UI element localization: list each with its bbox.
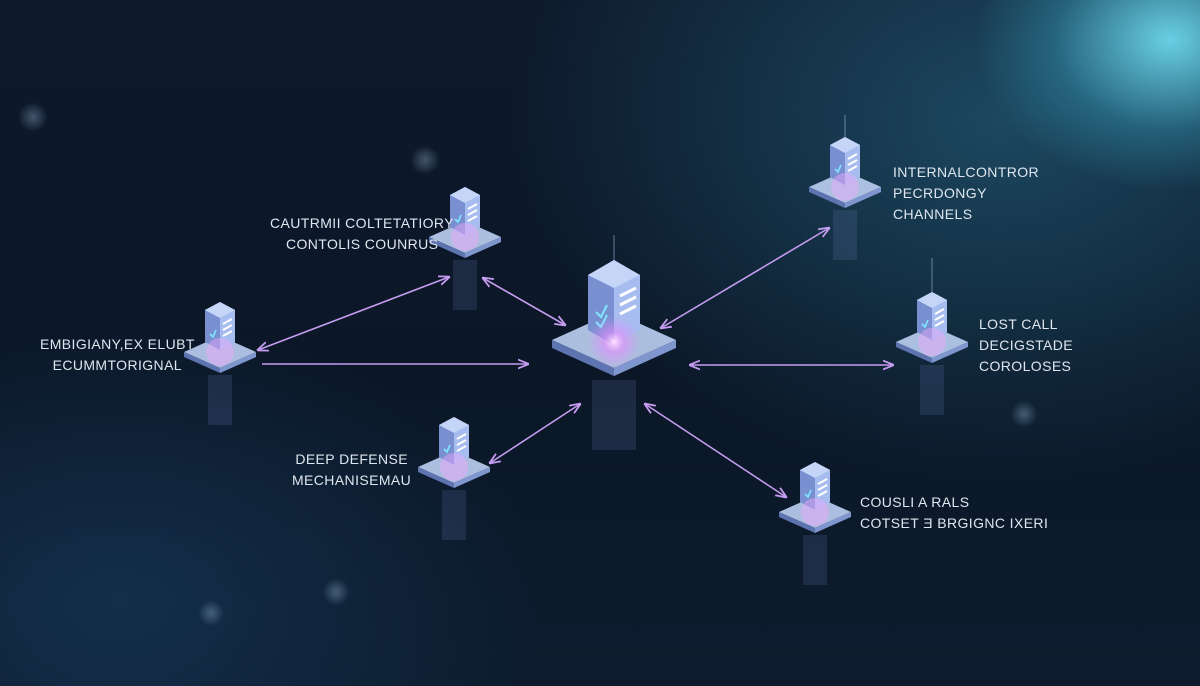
bokeh-light xyxy=(1010,400,1038,428)
link-hub-top-left xyxy=(483,278,565,325)
server-node-top-left xyxy=(420,170,510,320)
bokeh-light xyxy=(322,578,350,606)
label-line: COUSLI A RALS xyxy=(860,494,970,510)
label-line: COROLOSES xyxy=(979,358,1072,374)
label-left: EMBIGIANY,EX ELUBT ECUMMTORIGNAL xyxy=(40,334,195,376)
bokeh-light xyxy=(18,102,48,132)
label-line: DEEP DEFENSE xyxy=(295,451,408,467)
label-line: DECIGSTADE xyxy=(979,337,1073,353)
label-right: LOST CALL DECIGSTADE COROLOSES xyxy=(979,314,1073,377)
server-node-bottom-left xyxy=(409,400,499,550)
label-line: CAUTRMII COLTETATIORY xyxy=(270,215,454,231)
server-node-top-right xyxy=(800,115,890,270)
label-line: EMBIGIANY,EX ELUBT xyxy=(40,336,195,352)
link-hub-bottom-right xyxy=(645,404,786,497)
hub-server-node xyxy=(539,230,689,460)
server-node-right xyxy=(887,258,977,425)
label-bottom-right: COUSLI A RALS COTSET Ǝ BRGIGNC IXERI xyxy=(860,492,1048,534)
server-node-left xyxy=(175,285,265,435)
label-line: CONTOLIS COUNRUS xyxy=(286,236,439,252)
label-line: COTSET Ǝ BRGIGNC IXERI xyxy=(860,515,1049,531)
label-line: CHANNELS xyxy=(893,206,973,222)
label-line: ECUMMTORIGNAL xyxy=(52,357,182,373)
label-top-right: INTERNALCONTROR PECRDONGY CHANNELS xyxy=(893,162,1039,225)
label-line: LOST CALL xyxy=(979,316,1058,332)
label-bottom-left: DEEP DEFENSE MECHANISEMAU xyxy=(292,449,412,491)
link-hub-bottom-left xyxy=(490,404,580,463)
label-line: INTERNALCONTROR xyxy=(893,164,1040,180)
bokeh-light xyxy=(410,145,440,175)
label-line: MECHANISEMAU xyxy=(292,472,412,488)
label-line: PECRDONGY xyxy=(893,185,987,201)
label-top-left: CAUTRMII COLTETATIORY CONTOLIS COUNRUS xyxy=(270,213,454,255)
link-hub-top-right xyxy=(661,228,829,328)
server-node-bottom-right xyxy=(770,445,860,595)
link-top-left-left xyxy=(258,277,449,350)
bokeh-light xyxy=(198,600,224,626)
